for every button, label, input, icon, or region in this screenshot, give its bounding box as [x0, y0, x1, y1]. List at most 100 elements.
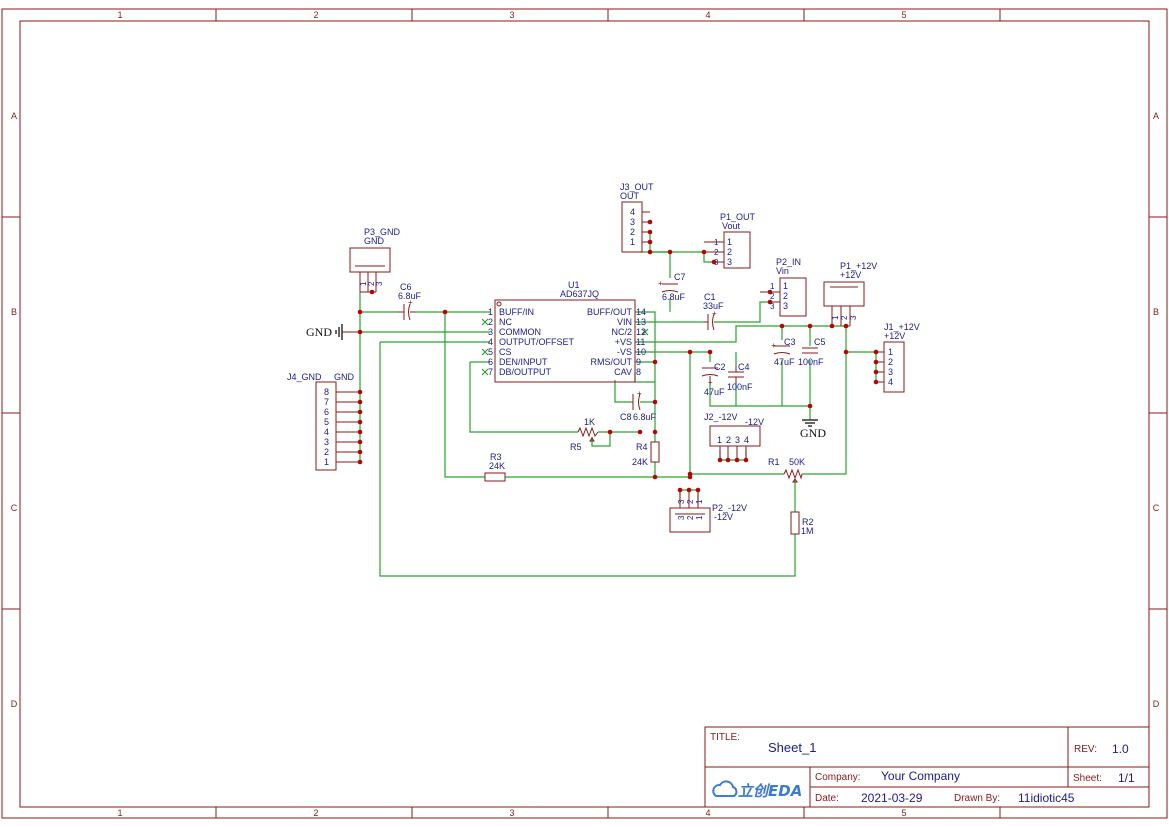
resistor-r3[interactable]: R3 24K	[484, 452, 506, 482]
pin-number: 7	[488, 367, 493, 377]
column-label: 5	[901, 10, 906, 20]
r1-ref: R1	[768, 457, 780, 467]
p2-12v-connector[interactable]: P2_-12V -12V 3 2 1 3 2 1	[669, 490, 747, 533]
frame-column-labels-top: 1 2 3 4 5	[117, 10, 906, 20]
row-label: D	[11, 699, 18, 709]
junctions	[357, 219, 879, 493]
pin-number: 2	[630, 227, 635, 237]
gnd-label-left: GND	[306, 325, 332, 339]
no-connect-markers	[481, 318, 649, 376]
resistor-r2[interactable]: R2 1M	[790, 511, 814, 536]
p1-out-connector[interactable]: P1_OUT Vout 1 2 3 1 2 3	[704, 212, 756, 269]
j1-connector[interactable]: J1_+12V +12V 1 2 3 4	[876, 322, 920, 393]
pin-name: CS	[499, 347, 512, 357]
svg-text:2: 2	[840, 315, 849, 320]
r2-ref: R2	[802, 517, 814, 527]
pin-name: NC	[499, 317, 512, 327]
c1-value: 33uF	[703, 301, 724, 311]
date-value: 2021-03-29	[861, 791, 923, 805]
capacitor-c4[interactable]: C4 100nF	[727, 362, 753, 392]
u1-right-pins: BUFF/OUT 14 VIN 13 NC/2 12 +VS 11 -VS 10…	[587, 307, 646, 377]
j4-ref: J4_GND	[287, 372, 322, 382]
svg-text:2: 2	[686, 515, 695, 520]
pin-name: CAV	[614, 367, 632, 377]
pin-number: 3	[630, 217, 635, 227]
u1-ic[interactable]: U1 AD637JQ 1 BUFF/IN 2 NC 3 COMMON 4 OUT…	[488, 280, 646, 383]
u1-ref: U1	[568, 280, 580, 290]
capacitor-c1[interactable]: + C1 33uF	[703, 292, 724, 331]
sheet-value: 1/1	[1118, 771, 1135, 785]
row-label: D	[1153, 699, 1160, 709]
frame-row-labels-left: A B C D	[11, 111, 18, 709]
j3-connector[interactable]: J3_OUT OUT 4 3 2 1	[620, 182, 654, 253]
c7-ref: C7	[674, 272, 686, 282]
column-label: 4	[705, 10, 710, 20]
resistor-r1[interactable]: R1 50K	[768, 457, 805, 483]
pin-number: 4	[630, 207, 635, 217]
pin-number: 8	[636, 367, 641, 377]
c4-ref: C4	[738, 362, 750, 372]
r4-ref: R4	[636, 442, 648, 452]
c8-value: 6.8uF	[633, 412, 657, 422]
row-label: A	[1153, 111, 1159, 121]
svg-text:+: +	[637, 389, 642, 398]
column-label: 2	[313, 10, 318, 20]
p1-12v-connector[interactable]: P1_+12V +12V 1 2 3	[823, 261, 877, 326]
pin-number: 9	[636, 357, 641, 367]
column-label: 1	[117, 808, 122, 818]
p3-gnd-connector[interactable]: P3_GND GND 1 2 3	[349, 227, 401, 293]
pin-name: VIN	[617, 317, 632, 327]
svg-text:4: 4	[888, 377, 893, 387]
svg-text:5: 5	[324, 417, 329, 427]
column-label: 4	[705, 808, 710, 818]
svg-text:8: 8	[324, 387, 329, 397]
pin-name: DEN/INPUT	[499, 357, 548, 367]
svg-text:2: 2	[783, 291, 788, 301]
wires	[359, 232, 877, 577]
svg-text:+: +	[658, 279, 663, 288]
c6-ref: C6	[400, 282, 412, 292]
p2-in-ref: P2_IN	[776, 257, 801, 267]
j4-connector[interactable]: J4_GND GND 8 7 6 5 4 3 2 1	[287, 372, 360, 471]
svg-text:2: 2	[727, 247, 732, 257]
capacitor-c8[interactable]: + C8 6.8uF	[620, 389, 657, 422]
svg-text:2: 2	[686, 499, 695, 504]
r3-ref: R3	[490, 452, 502, 462]
p2-in-connector[interactable]: P2_IN Vin 1 2 3 1 2 3	[760, 257, 807, 317]
pin-number: 1	[630, 237, 635, 247]
svg-text:2: 2	[714, 248, 719, 257]
lceda-logo: 立创EDA	[712, 780, 802, 800]
pin-name: COMMON	[499, 327, 541, 337]
svg-text:2: 2	[367, 281, 376, 286]
j2-connector[interactable]: J2_-12V -12V 1 2 3 4	[704, 412, 764, 460]
p2-12v-value: -12V	[714, 512, 733, 522]
capacitor-c5[interactable]: C5 100nF	[798, 337, 826, 367]
j2-ref: J2_-12V	[704, 412, 738, 422]
u1-value: AD637JQ	[560, 289, 599, 299]
pin-number: 1	[488, 307, 493, 317]
gnd-symbol-left: GND	[306, 324, 360, 340]
sheet-title: Sheet_1	[768, 740, 816, 755]
pin-name: RMS/OUT	[591, 357, 633, 367]
pin-name: BUFF/OUT	[587, 307, 632, 317]
pin-number: 4	[488, 337, 493, 347]
capacitor-c6[interactable]: + C6 6.8uF	[398, 282, 422, 321]
capacitor-c2[interactable]: + C2 47uF	[701, 362, 726, 397]
pin-name: DB/OUTPUT	[499, 367, 552, 377]
capacitor-c7[interactable]: + C7 6.8uF	[658, 272, 686, 302]
capacitor-c3[interactable]: + C3 47uF	[771, 337, 796, 367]
pin-number: 10	[636, 347, 646, 357]
r3-value: 24K	[489, 461, 505, 471]
j3-ref: J3_OUT	[620, 182, 654, 192]
row-label: C	[11, 503, 18, 513]
gnd-label-right: GND	[800, 426, 826, 440]
resistor-r5[interactable]: 1K R5	[570, 417, 599, 452]
pin-number: 5	[488, 347, 493, 357]
svg-text:3: 3	[727, 257, 732, 267]
c8-ref: C8	[620, 412, 632, 422]
logo-text: 立创EDA	[738, 782, 802, 800]
column-label: 3	[509, 808, 514, 818]
row-label: B	[11, 307, 17, 317]
resistor-r4[interactable]: R4 24K	[632, 441, 660, 467]
pin-name: NC/2	[611, 327, 632, 337]
